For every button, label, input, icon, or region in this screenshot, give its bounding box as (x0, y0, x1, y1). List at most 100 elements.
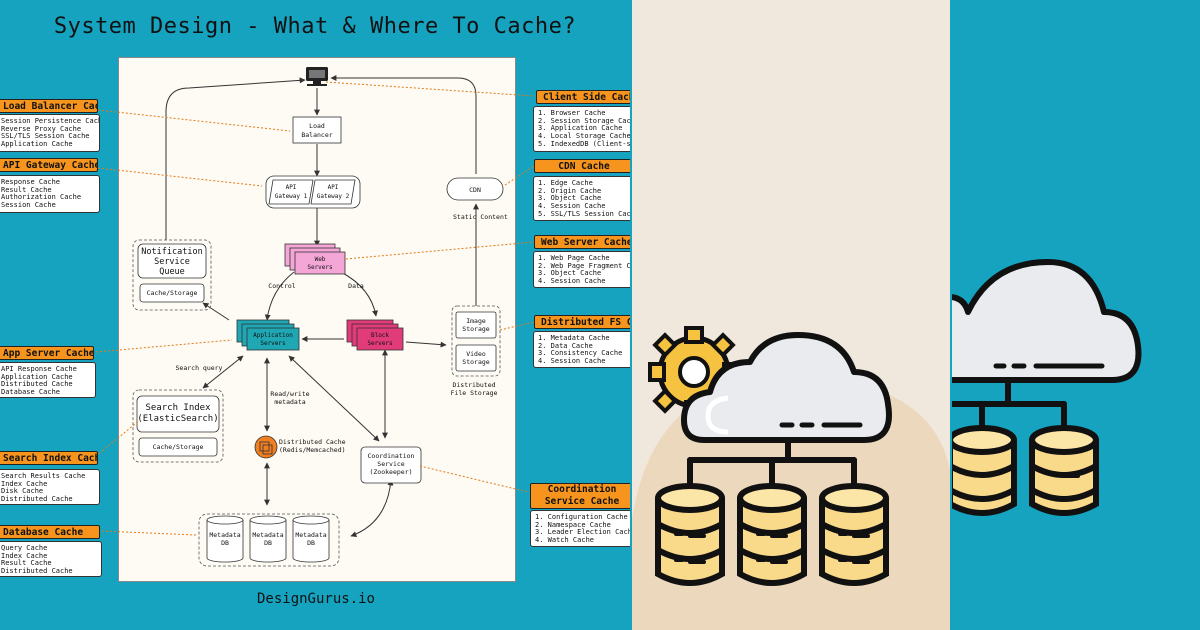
database-icon (819, 483, 889, 586)
database-cache-list: Query Cache Index Cache Result Cache Dis… (0, 541, 102, 577)
block-servers-node: Block Servers (346, 319, 404, 351)
list-item: 4. Local Storage Cache (538, 132, 630, 141)
edge-data-label: Data (348, 282, 364, 290)
list-item: 3. Application Cache (538, 124, 623, 133)
list-item: Distributed Cache (1, 567, 73, 576)
list-item: API Response Cache (1, 365, 77, 373)
database-cache-header: Database Cache (0, 525, 100, 539)
list-item: SSL/TLS Session Cache (1, 132, 90, 141)
app-server-cache-list: API Response Cache Application Cache Dis… (0, 362, 96, 398)
svg-text:Application: Application (253, 332, 293, 339)
list-item: Application Cache (1, 372, 73, 381)
list-item: 3. Object Cache (538, 269, 602, 278)
svg-text:CDN: CDN (469, 186, 481, 194)
database-icon (952, 425, 1017, 516)
list-item: Response Cache (1, 178, 61, 186)
list-item: 4. Watch Cache (535, 536, 595, 545)
api-gateway-cache-list: Response Cache Result Cache Authorizatio… (0, 175, 100, 213)
list-item: Database Cache (1, 388, 61, 397)
database-icon (655, 483, 725, 586)
database-icon (1029, 425, 1099, 516)
video-storage-label: Video Storage (462, 350, 490, 366)
file-storage-group (451, 305, 501, 377)
image-storage-node (455, 311, 497, 339)
edge-read-write-label: Read/write metadata (270, 390, 310, 406)
distributed-cache-label: Distributed Cache (Redis/Memcached) (279, 438, 346, 454)
svg-text:Balancer: Balancer (301, 131, 332, 139)
static-content-label: Static Content (453, 213, 508, 221)
load-balancer-cache-header: Load Balancer Cache (0, 99, 98, 113)
metadata-db-2-label: Metadata DB (252, 531, 284, 547)
cloud-illustration-panel (632, 0, 950, 630)
search-index-cache-header: Search Index Cache (0, 451, 98, 465)
web-server-cache-list: 1. Web Page Cache 2. Web Page Fragment C… (533, 251, 630, 288)
svg-text:Gateway 2: Gateway 2 (317, 193, 350, 200)
svg-text:Gateway 1: Gateway 1 (275, 193, 308, 200)
list-item: 1. Metadata Cache (538, 334, 610, 342)
api-gateway-2-node (310, 179, 356, 205)
list-item: 5. SSL/TLS Session Cache (538, 209, 630, 218)
list-item: 1. Configuration Cache (535, 513, 628, 521)
api-gateway-group: API Gateway 1 API Gateway 2 (265, 175, 361, 209)
footer-brand: DesignGurus.io (256, 591, 375, 607)
web-server-cache-header: Web Server Cache (534, 235, 630, 249)
client-side-cache-header: Client Side Cache (536, 90, 630, 104)
metadata-db-2-node (249, 515, 287, 563)
database-icon (737, 483, 807, 586)
diagram-sheet: Load Balancer API Gateway 1 API Gateway … (118, 57, 516, 582)
list-item: 5. IndexedDB (Client-side) (538, 139, 630, 148)
cloud-icon (681, 332, 892, 443)
distributed-file-storage-label: Distributed File Storage (450, 381, 498, 397)
notification-storage-label: Cache/Storage (146, 289, 198, 297)
metadata-db-3-label: Metadata DB (295, 531, 327, 547)
list-item: Reverse Proxy Cache (1, 124, 82, 133)
image-storage-label: Image Storage (462, 317, 490, 333)
edge-control-label: Control (268, 282, 296, 290)
list-item: 2. Data Cache (538, 341, 593, 350)
search-index-group (132, 389, 224, 463)
notification-queue-label: Notification Service Queue (141, 247, 203, 277)
notification-group (132, 239, 212, 311)
coordination-cache-header: Coordination Service Cache (530, 483, 630, 509)
cloud-database-illustration-partial (952, 259, 1142, 516)
load-balancer-cache-list: Session Persistence Cache Reverse Proxy … (0, 114, 100, 152)
cdn-node: CDN (446, 177, 504, 201)
list-item: Application Cache (1, 140, 73, 149)
computer-icon (306, 67, 328, 86)
video-storage-node (455, 344, 497, 372)
load-balancer-node: Load Balancer (292, 116, 342, 144)
cloud-illustration-panel-partial (952, 0, 1200, 630)
cdn-cache-header: CDN Cache (534, 159, 630, 173)
cloud-icon (952, 259, 1142, 383)
search-storage-label: Cache/Storage (152, 443, 204, 451)
cloud-database-illustration (632, 326, 950, 630)
list-item: Distributed Cache (1, 495, 73, 504)
list-item: 2. Session Storage Cache (538, 116, 630, 125)
api-gateway-cache-header: API Gateway Cache (0, 158, 98, 172)
metadata-db-3-node (292, 515, 330, 563)
gear-icon (648, 326, 740, 418)
list-item: Query Cache (1, 544, 48, 552)
search-index-label: Search Index (ElasticSearch) (137, 403, 219, 424)
cache-connectors (95, 81, 535, 536)
list-item: Distributed Cache (1, 380, 73, 389)
cdn-cache-list: 1. Edge Cache 2. Origin Cache 3. Object … (533, 176, 630, 221)
list-item: Disk Cache (1, 487, 44, 496)
list-item: Result Cache (1, 559, 52, 568)
coordination-service-label: Coordination Service (Zookeeper) (367, 452, 415, 476)
api-gateway-1-node (268, 179, 314, 205)
metadata-db-group (198, 513, 340, 567)
coordination-service-node (360, 446, 422, 484)
list-item: Search Results Cache (1, 472, 86, 480)
svg-text:API: API (328, 184, 339, 191)
list-item: 2. Namespace Cache (535, 520, 611, 529)
list-item: 1. Browser Cache (538, 109, 606, 117)
search-index-cache-list: Search Results Cache Index Cache Disk Ca… (0, 469, 100, 505)
list-item: Session Persistence Cache (1, 117, 100, 125)
svg-text:Block: Block (371, 332, 389, 339)
coordination-cache-list: 1. Configuration Cache 2. Namespace Cach… (530, 510, 630, 547)
svg-text:Servers: Servers (307, 264, 333, 271)
infographic-panel: System Design - What & Where To Cache? (0, 14, 630, 607)
list-item: Index Cache (1, 551, 48, 560)
list-item: 4. Session Cache (538, 202, 606, 211)
